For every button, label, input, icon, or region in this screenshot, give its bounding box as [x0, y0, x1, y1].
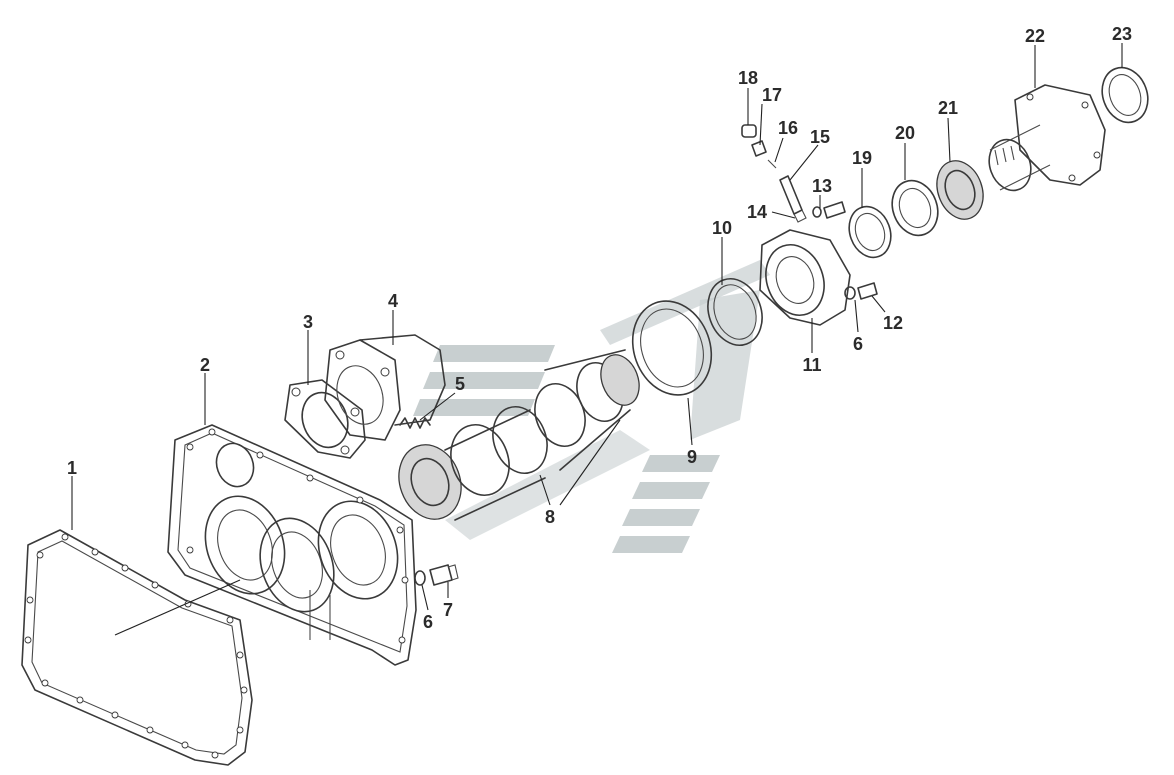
callout-7: 7	[443, 600, 453, 620]
callout-15: 15	[810, 127, 830, 147]
callout-6-lower: 6	[423, 612, 433, 632]
part-cap-nut-clip	[741, 124, 777, 169]
callout-10: 10	[712, 218, 732, 238]
part-gasket	[21, 529, 253, 766]
leader-lines	[71, 43, 1123, 636]
callout-4: 4	[388, 291, 398, 311]
part-flange-plate	[284, 379, 366, 459]
part-snap-ring	[707, 278, 763, 346]
callout-12: 12	[883, 313, 903, 333]
part-output-flange	[988, 84, 1106, 192]
callout-20: 20	[895, 123, 915, 143]
part-retainer-housing	[759, 229, 851, 326]
callout-22: 22	[1025, 26, 1045, 46]
callout-8: 8	[545, 507, 555, 527]
callout-14: 14	[747, 202, 767, 222]
part-seal-20	[891, 179, 939, 237]
callout-17: 17	[762, 85, 782, 105]
callout-18: 18	[738, 68, 758, 88]
callout-11: 11	[802, 355, 821, 375]
watermark-logo	[413, 260, 770, 553]
callout-23: 23	[1112, 24, 1132, 44]
callout-3: 3	[303, 312, 313, 332]
part-bearing-assembly	[398, 349, 640, 521]
part-bolt-13	[812, 201, 846, 219]
callout-19: 19	[852, 148, 872, 168]
part-breather-pin	[779, 175, 807, 223]
part-dust-ring	[1101, 66, 1149, 124]
callout-16: 16	[778, 118, 798, 138]
part-housing-plate	[167, 424, 417, 666]
part-washer-bolt-upper	[844, 282, 878, 300]
callout-labels: 1 2 3 4 5 6 6 7 8 9 10 11 12 13 14 15 16…	[67, 24, 1132, 632]
part-cover-housing	[324, 334, 446, 441]
callout-1: 1	[67, 458, 77, 478]
callout-13: 13	[812, 176, 832, 196]
callout-9: 9	[687, 447, 697, 467]
part-washer-bolt-lower	[414, 564, 459, 586]
callout-5: 5	[455, 374, 465, 394]
callout-2: 2	[200, 355, 210, 375]
callout-6-upper: 6	[853, 334, 863, 354]
part-gasket-ring	[631, 300, 713, 396]
part-spring	[399, 417, 431, 429]
callout-21: 21	[938, 98, 958, 118]
part-seal-19	[848, 205, 892, 259]
